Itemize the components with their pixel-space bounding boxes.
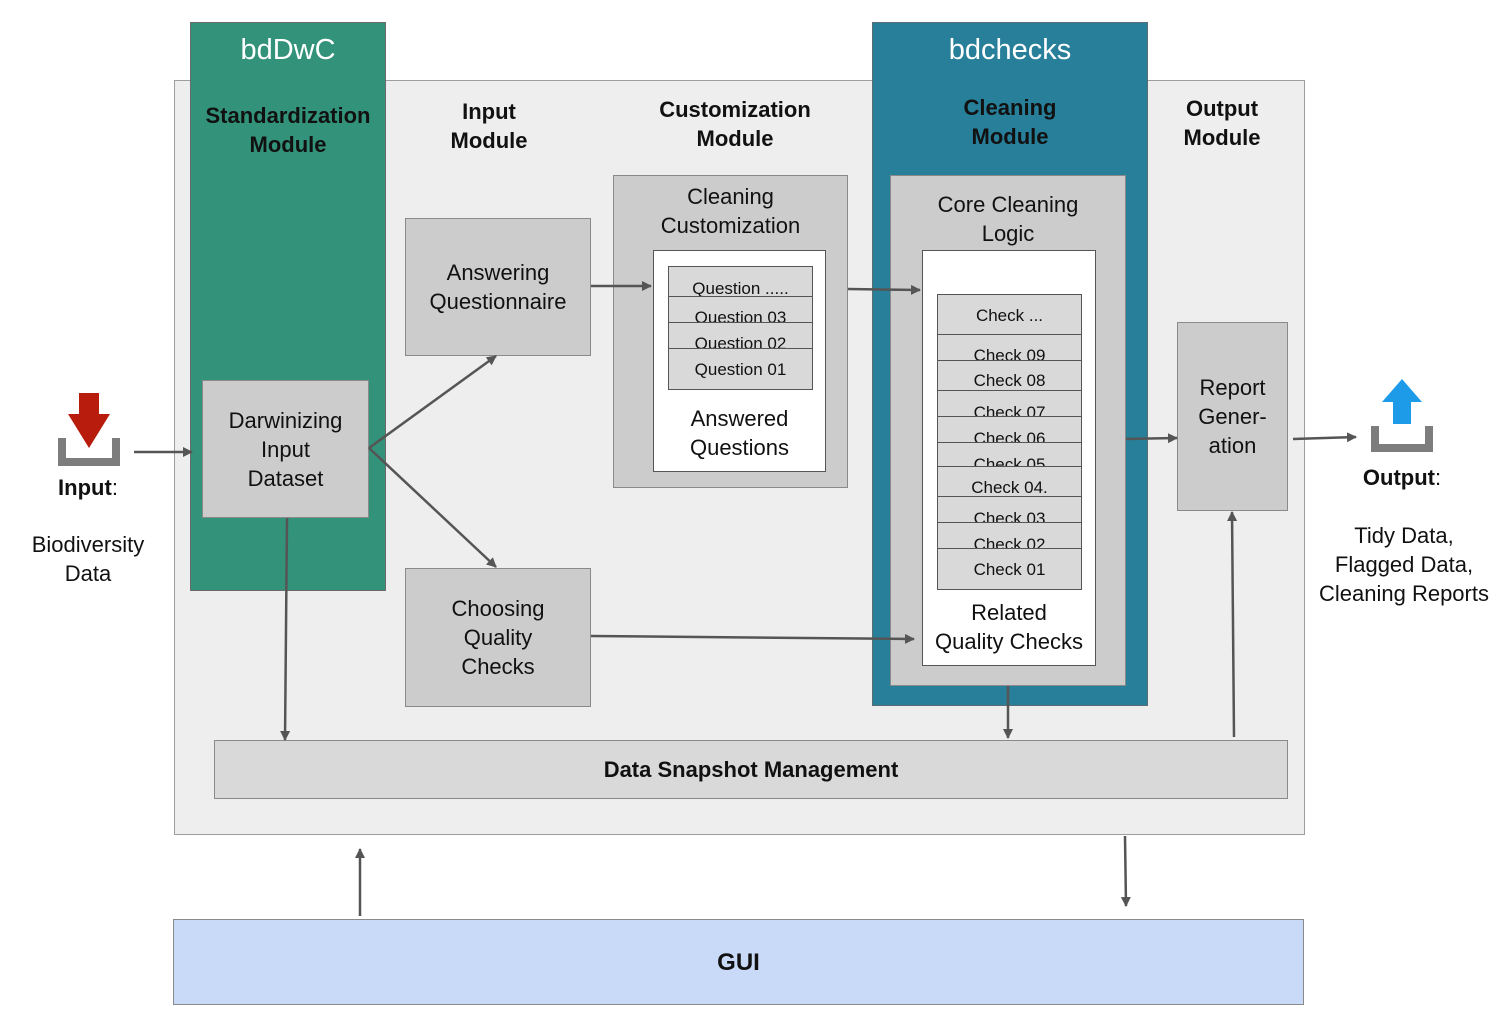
question-item: Question 01: [668, 348, 813, 390]
answering-questionnaire-box: [405, 218, 591, 356]
question-item: Question 02: [668, 322, 813, 352]
check-item: Check 04.: [937, 466, 1082, 498]
arrow-snapshot-to-report: [1227, 511, 1238, 738]
input-label: Input:: [58, 475, 118, 500]
bdchecks-title: bdchecks: [948, 34, 1072, 66]
arrow-darwinizing-to-answering: [368, 354, 497, 450]
check-item: Check 01: [937, 548, 1082, 590]
arrow-report-to-output: [1292, 432, 1357, 443]
check-item: Check 03: [937, 496, 1082, 524]
check-item: Check ...: [937, 294, 1082, 336]
gui-label: GUI: [717, 949, 760, 976]
check-item: Check 09: [937, 334, 1082, 362]
output-description: Tidy Data,Flagged Data,Cleaning Reports: [1319, 523, 1489, 606]
gui-bar: [173, 919, 1304, 1005]
output-label: Output:: [1362, 465, 1442, 490]
darwinizing-input-dataset-box: [202, 380, 369, 518]
arrow-cleaning-to-report: [1125, 433, 1178, 444]
upload-icon: [1365, 376, 1437, 456]
check-item: Check 08: [937, 360, 1082, 392]
report-generation-box: [1177, 322, 1288, 511]
choosing-quality-checks-box: [405, 568, 591, 707]
data-snapshot-management-bar: [214, 740, 1288, 799]
arrow-darwinizing-to-snapshot: [280, 517, 291, 741]
arrow-darwinizing-to-choosing: [368, 447, 497, 568]
bddwc-title: bdDwC: [240, 34, 336, 66]
arrow-system-to-gui: [1120, 835, 1131, 907]
download-icon: [52, 390, 122, 470]
check-item: Check 06: [937, 416, 1082, 444]
question-item: Question 03: [668, 296, 813, 326]
arrow-customization-to-cleaning: [847, 284, 921, 295]
data-snapshot-management-label: Data Snapshot Management: [603, 757, 899, 782]
arrow-choosing-to-checks: [590, 633, 915, 644]
check-item: Check 07: [937, 390, 1082, 418]
check-item: Check 05: [937, 442, 1082, 468]
